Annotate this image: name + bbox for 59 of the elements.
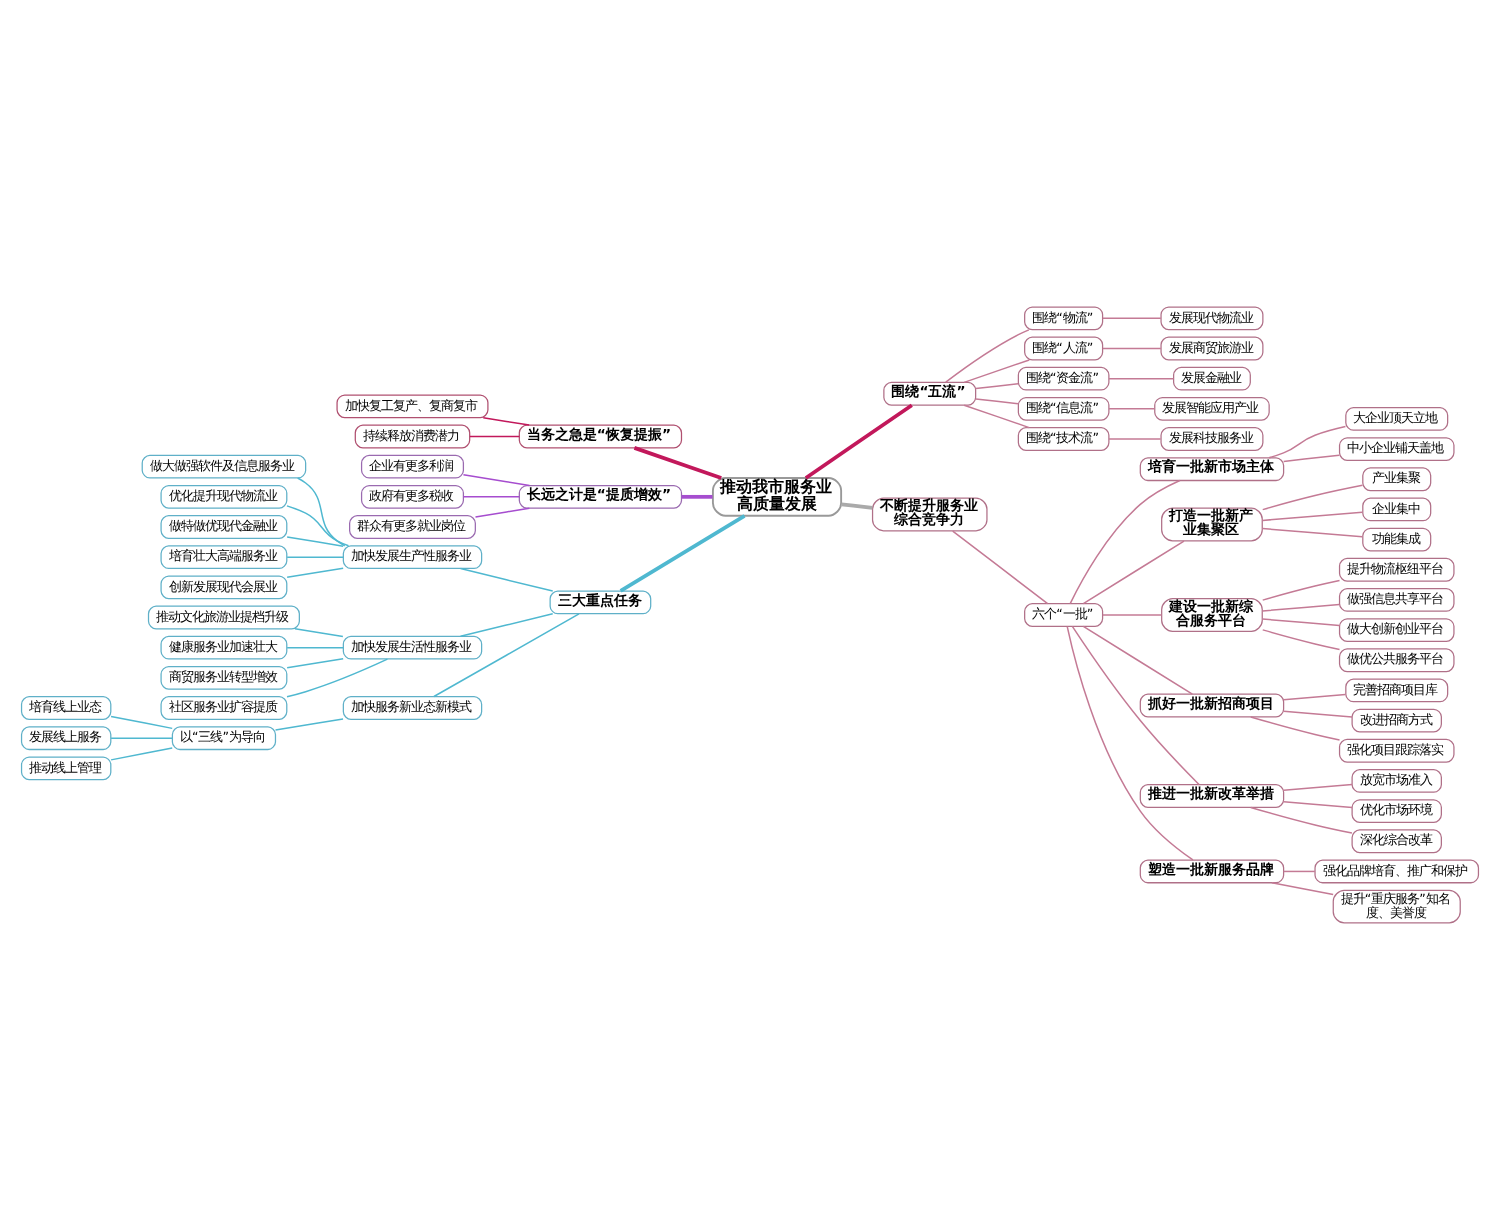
- connector: [110, 715, 173, 730]
- connector: [1250, 716, 1341, 741]
- connector: [459, 613, 554, 638]
- connector: [1250, 806, 1353, 834]
- connector: [274, 718, 344, 731]
- connector: [286, 658, 389, 698]
- connector: [681, 494, 713, 499]
- connector: [804, 403, 913, 480]
- connector: [619, 514, 746, 593]
- connector: [1108, 377, 1175, 380]
- connector: [286, 505, 350, 547]
- connector: [1082, 625, 1194, 695]
- connector: [1082, 540, 1185, 605]
- connector: [474, 507, 531, 518]
- connector: [975, 398, 1019, 405]
- connector: [1282, 783, 1353, 791]
- connector: [951, 530, 1049, 605]
- connector: [1102, 317, 1162, 320]
- connector: [1282, 454, 1341, 463]
- connector: [1282, 870, 1316, 873]
- connector: [1261, 603, 1341, 612]
- connector: [286, 556, 344, 558]
- connector: [294, 628, 344, 638]
- connector: [1066, 625, 1194, 861]
- connector: [286, 657, 344, 669]
- connector: [975, 383, 1019, 390]
- node-box: 推动我市服务业高质量发展: [711, 477, 843, 517]
- connector: [1102, 614, 1163, 616]
- connector: [110, 747, 173, 761]
- connector: [459, 567, 554, 592]
- connector: [1261, 579, 1341, 601]
- connector: [286, 567, 344, 579]
- connector: [963, 404, 1030, 429]
- connector: [1261, 618, 1341, 627]
- connector: [1282, 801, 1353, 809]
- connector: [110, 737, 173, 739]
- connector: [1108, 408, 1156, 410]
- connector: [469, 435, 521, 438]
- connector: [462, 496, 520, 498]
- connector: [1268, 425, 1347, 459]
- connector: [1102, 347, 1162, 350]
- connector: [1282, 693, 1347, 701]
- connector: [286, 646, 344, 649]
- connector: [1261, 511, 1363, 522]
- connector: [1271, 882, 1334, 896]
- connector: [1261, 484, 1364, 511]
- connector: [963, 359, 1030, 384]
- connector: [482, 416, 530, 426]
- connector: [1261, 629, 1341, 651]
- connector: [462, 474, 531, 487]
- connector: [945, 329, 1030, 383]
- connector: [1108, 438, 1162, 440]
- connector: [286, 536, 344, 547]
- connector: [1071, 625, 1200, 786]
- connector: [1282, 710, 1353, 718]
- connector: [296, 477, 346, 547]
- connector: [841, 502, 873, 510]
- connector: [1261, 527, 1363, 538]
- connector: [433, 613, 580, 698]
